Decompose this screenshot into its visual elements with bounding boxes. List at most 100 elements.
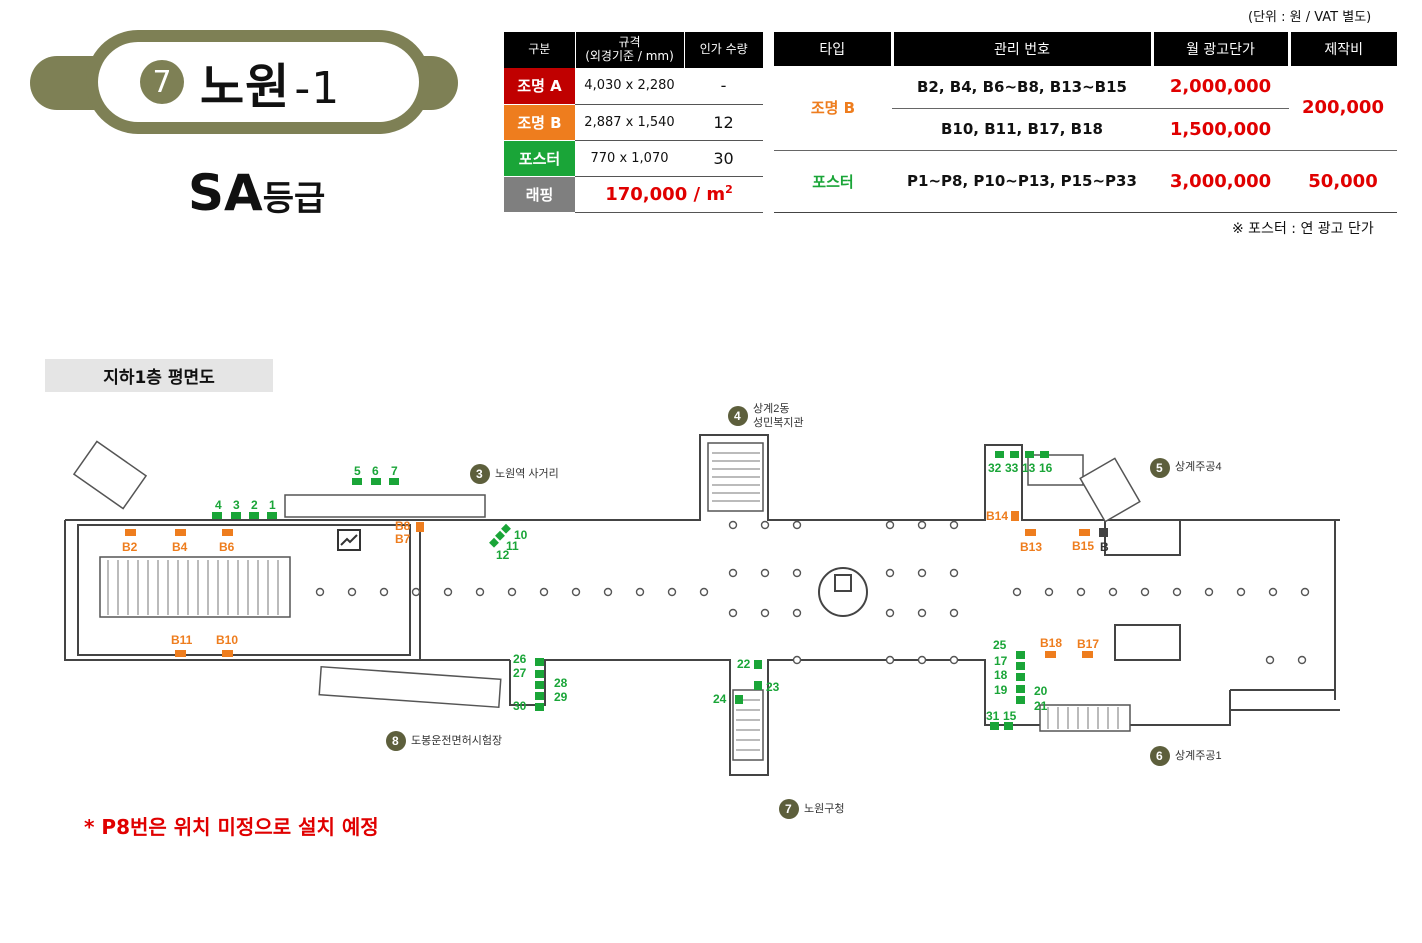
exit-marker: 6 상계주공1 — [1150, 746, 1222, 766]
p-label: 20 — [1034, 684, 1048, 698]
poster-marker — [212, 512, 222, 519]
station-number-circle: 7 — [140, 60, 184, 104]
column-marker — [1076, 587, 1086, 597]
price-table: 타입 관리 번호 월 광고단가 제작비 조명 B B2, B4, B6~B8, … — [774, 32, 1397, 213]
exit-number: 7 — [785, 802, 792, 816]
column-marker — [949, 655, 959, 665]
b-label: B4 — [172, 540, 188, 554]
poster-marker — [489, 537, 499, 548]
price-value: 2,000,000 — [1152, 66, 1289, 109]
price-type: 조명 B — [810, 99, 856, 118]
poster-marker — [501, 523, 511, 534]
p-label: 26 — [513, 652, 527, 666]
p-label: 28 — [554, 676, 568, 690]
b-label: B8 — [395, 519, 411, 533]
column-marker — [635, 587, 645, 597]
p-label: 6 — [372, 464, 379, 478]
b-label: B — [1100, 540, 1109, 554]
poster-marker — [1025, 451, 1034, 458]
map-stair-lines — [107, 452, 1119, 751]
column-marker — [760, 520, 770, 530]
column-marker — [1268, 587, 1278, 597]
exit-marker: 4 상계2동 성민복지관 — [728, 402, 804, 429]
poster-marker — [1016, 662, 1025, 670]
column-marker — [603, 587, 613, 597]
poster-marker — [1016, 673, 1025, 681]
column-marker — [885, 520, 895, 530]
spec-category: 조명 B — [504, 104, 575, 141]
p-label: 24 — [713, 692, 727, 706]
poster-marker — [735, 695, 743, 704]
poster-marker — [535, 681, 544, 689]
p-label: 16 — [1039, 461, 1053, 475]
spec-header-size-line2: (외경기준 / mm) — [585, 49, 674, 63]
column-marker — [1204, 587, 1214, 597]
spec-qty: 12 — [684, 104, 763, 141]
column-marker — [1297, 655, 1307, 665]
station-title-badge: 7 노원-1 — [86, 30, 431, 134]
column-marker — [949, 568, 959, 578]
b-label: B2 — [122, 540, 138, 554]
spec-category: 포스터 — [504, 140, 575, 177]
column-marker — [1044, 587, 1054, 597]
column-marker — [760, 608, 770, 618]
column-marker — [917, 608, 927, 618]
lightbox-marker-unassigned — [1099, 528, 1108, 537]
poster-marker — [352, 478, 362, 485]
station-name-text: 노원 — [200, 59, 291, 115]
poster-marker — [1016, 685, 1025, 693]
map-p-labels: 5 6 7 4 3 2 1 10 11 12 32 33 13 16 26 27… — [215, 461, 1053, 723]
station-suffix: -1 — [294, 63, 341, 114]
map-b-labels: B2 B4 B6 B8 B7 B11 B10 B14 B13 B15 B B18… — [122, 509, 1109, 651]
poster-marker — [754, 681, 762, 690]
column-marker — [1108, 587, 1118, 597]
p-label: 5 — [354, 464, 361, 478]
p-label: 12 — [496, 548, 510, 562]
poster-marker — [249, 512, 259, 519]
poster-marker — [535, 703, 544, 711]
exit-marker: 5 상계주공4 — [1150, 458, 1222, 478]
lightbox-marker — [175, 529, 186, 536]
price-type: 포스터 — [812, 172, 854, 191]
floor-plan-map: B2 B4 B6 B8 B7 B11 B10 B14 B13 B15 B B18… — [64, 402, 1340, 819]
poster-marker — [495, 530, 505, 541]
price-production: 200,000 — [1302, 97, 1384, 119]
exit-marker: 7 노원구청 — [779, 799, 844, 819]
exit-name: 상계2동 — [753, 402, 789, 415]
poster-marker — [535, 692, 544, 700]
p-label: 30 — [513, 699, 527, 713]
price-row: 포스터 P1~P8, P10~P13, P15~P33 3,000,000 50… — [774, 150, 1397, 212]
spec-qty: 30 — [684, 140, 763, 177]
wrapping-category: 래핑 — [504, 176, 575, 213]
poster-marker — [1040, 451, 1049, 458]
price-ids: B10, B11, B17, B18 — [892, 108, 1152, 151]
column-marker — [1172, 587, 1182, 597]
p-label: 15 — [1003, 709, 1017, 723]
lightbox-marker — [1045, 651, 1056, 658]
p-label: 2 — [251, 498, 258, 512]
spec-row-wrapping: 래핑 170,000 / m2 — [504, 176, 763, 213]
poster-marker — [535, 670, 544, 678]
poster-marker — [754, 660, 762, 669]
unit-note: (단위 : 원 / VAT 별도) — [1248, 10, 1372, 25]
exit-name-line2: 성민복지관 — [753, 416, 804, 429]
column-marker — [885, 655, 895, 665]
b-label: B15 — [1072, 539, 1094, 553]
spec-header-category: 구분 — [504, 32, 576, 68]
column-marker — [1012, 587, 1022, 597]
exit-number: 3 — [476, 467, 483, 481]
grade-sub: 등급 — [262, 179, 326, 219]
p-label: 1 — [269, 498, 276, 512]
installation-footnote: * P8번은 위치 미정으로 설치 예정 — [84, 815, 379, 839]
poster-note: ※ 포스터 : 연 광고 단가 — [1232, 221, 1374, 237]
spec-size: 4,030 x 2,280 — [575, 68, 684, 105]
column-marker — [792, 655, 802, 665]
lightbox-marker — [125, 529, 136, 536]
p-label: 4 — [215, 498, 222, 512]
column-marker — [792, 520, 802, 530]
spec-header-size: 규격 (외경기준 / mm) — [575, 32, 685, 68]
column-marker — [1140, 587, 1150, 597]
p-label: 13 — [1022, 461, 1036, 475]
lightbox-marker — [175, 650, 186, 657]
price-header-ids: 관리 번호 — [892, 32, 1154, 66]
